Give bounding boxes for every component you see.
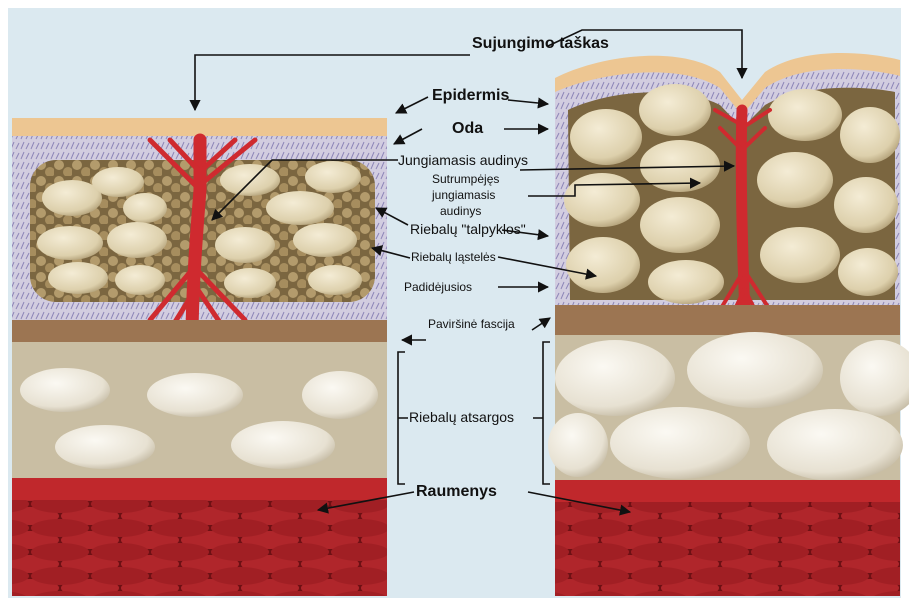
reserve-cell <box>231 421 335 469</box>
reserve-cell <box>55 425 155 469</box>
fat-cell <box>834 177 898 233</box>
fat-cell <box>648 260 724 304</box>
fat-cell <box>215 227 275 263</box>
left-skin-section <box>12 118 387 596</box>
fat-cell <box>266 191 334 225</box>
fat-cell <box>92 167 144 197</box>
right-skin-section <box>548 53 909 596</box>
label-epidermis: Epidermis <box>432 88 509 104</box>
fat-cell <box>224 268 276 298</box>
fat-cell <box>640 197 720 253</box>
label-fat-reserves: Riebalų atsargos <box>409 410 514 424</box>
reserve-cell <box>302 371 378 419</box>
reserve-cell <box>20 368 110 412</box>
fat-cell <box>566 237 640 293</box>
reserve-cell <box>548 413 608 477</box>
reserve-cell <box>767 409 903 481</box>
left-muscle <box>12 500 387 596</box>
left-muscle-band <box>12 478 387 500</box>
reserve-cell <box>610 407 750 479</box>
fat-cell <box>115 265 165 295</box>
label-fat-chambers: Riebalų "talpyklos" <box>410 222 526 236</box>
right-fascia <box>555 305 900 339</box>
reserve-cell <box>555 340 675 416</box>
reserve-cell <box>147 373 243 417</box>
fat-cell <box>639 84 711 136</box>
fat-cell <box>293 223 357 257</box>
fat-cell <box>107 222 167 258</box>
fat-cell <box>838 248 898 296</box>
label-superficial-fascia: Paviršinė fascija <box>428 318 515 330</box>
fat-cell <box>760 227 840 283</box>
label-collapsed-1: Sutrumpėjęs <box>432 173 499 185</box>
left-fascia <box>12 320 387 342</box>
label-enlarged: Padidėjusios <box>404 281 472 293</box>
fat-cell <box>220 164 280 196</box>
right-muscle <box>555 502 900 596</box>
fat-cell <box>757 152 833 208</box>
fat-cell <box>123 193 167 223</box>
reserve-cell <box>687 332 823 408</box>
fat-cell <box>48 262 108 294</box>
label-connection-point: Sujungimo taškas <box>472 36 609 52</box>
fat-cell <box>564 173 640 227</box>
label-collapsed-3: audinys <box>440 205 481 217</box>
fat-cell <box>305 161 361 193</box>
fat-cell <box>308 265 362 295</box>
right-muscle-band <box>555 480 900 502</box>
label-skin: Oda <box>452 121 483 137</box>
fat-cell <box>840 107 900 163</box>
label-muscles: Raumenys <box>416 484 497 500</box>
label-fat-cells: Riebalų ląstelės <box>411 251 496 263</box>
label-connective-tissue: Jungiamasis audinys <box>398 153 528 167</box>
fat-cell <box>37 226 103 260</box>
fat-cell <box>768 89 842 141</box>
label-collapsed-2: jungiamasis <box>432 189 495 201</box>
fat-cell <box>570 109 642 165</box>
